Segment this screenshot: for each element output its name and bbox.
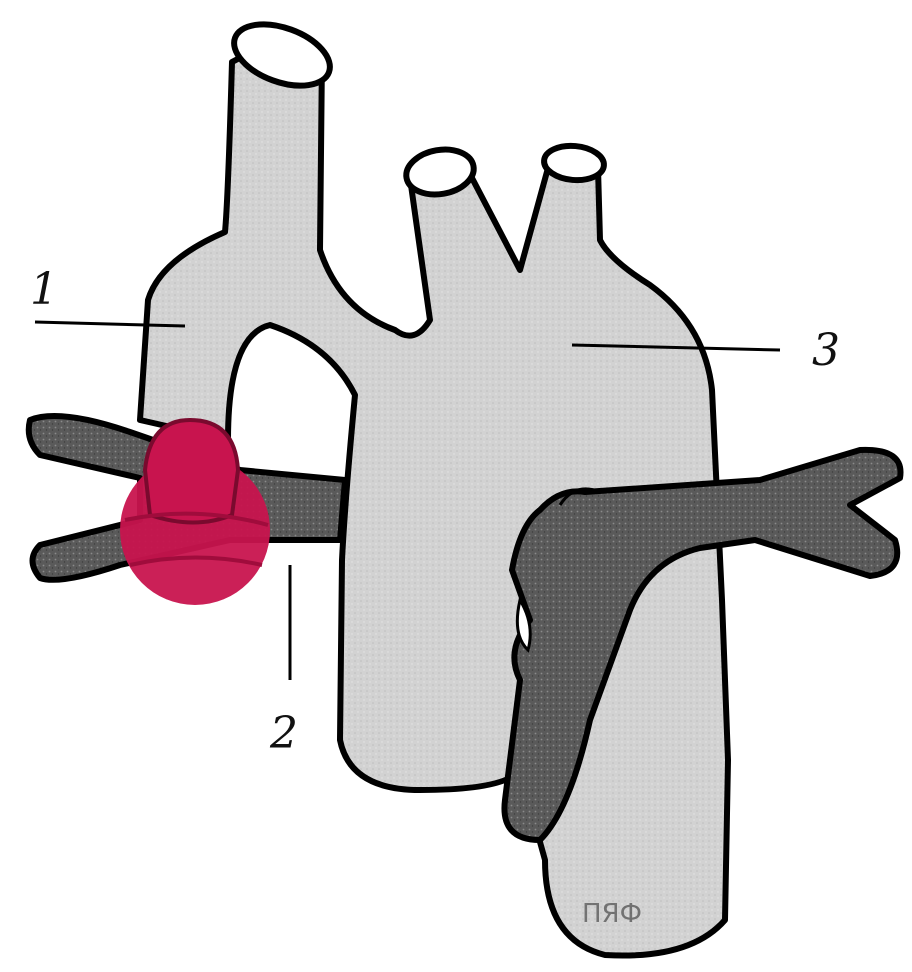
label-3: 3 [812,325,840,376]
watermark-text: ПЯФ [582,899,642,929]
label-1: 1 [30,264,58,315]
highlight-node-cap [145,420,238,523]
label-2: 2 [269,708,298,759]
subclavian-opening [543,143,606,182]
